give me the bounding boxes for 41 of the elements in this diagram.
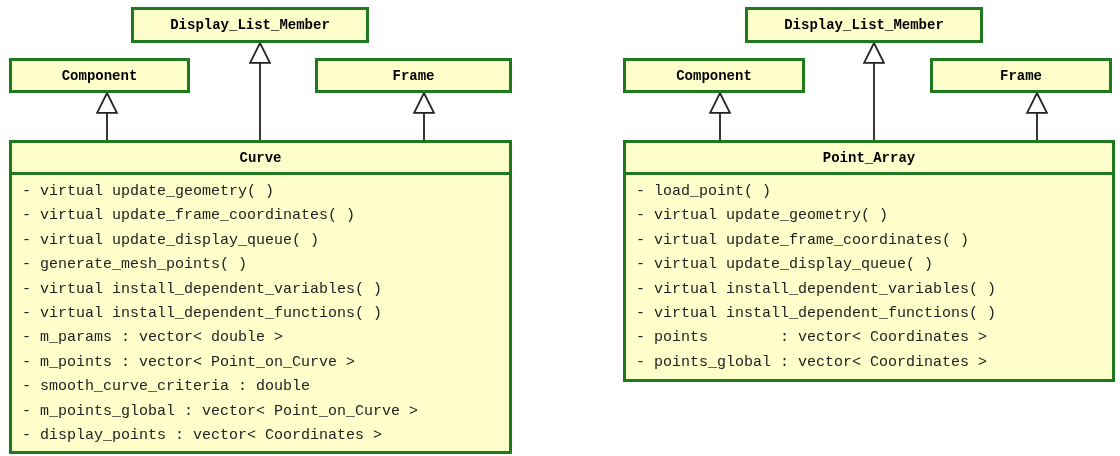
- class-member: - smooth_curve_criteria : double: [22, 377, 311, 398]
- class-name: Point_Array: [822, 149, 916, 166]
- class-member: - virtual update_geometry( ): [22, 182, 275, 202]
- class-box: [315, 58, 512, 93]
- class-member: - virtual install_dependent_functions( ): [22, 304, 383, 325]
- class-member: - points_global : vector< Coordinates >: [636, 352, 988, 373]
- class-box: [930, 58, 1112, 93]
- class-member: - points : vector< Coordinates >: [636, 328, 988, 349]
- class-box: [745, 7, 983, 43]
- class-member: - virtual update_display_queue( ): [22, 230, 320, 251]
- class-name: Display_List_Member: [784, 17, 944, 33]
- class-name: Display_List_Member: [170, 17, 330, 33]
- class-member: - generate_mesh_points( ): [22, 255, 248, 276]
- class-name: Frame: [392, 67, 435, 84]
- class-name: Curve: [239, 149, 282, 166]
- inheritance-arrow: [413, 92, 435, 141]
- class-name: Component: [61, 67, 138, 84]
- class-box: [131, 7, 369, 43]
- class-member: - load_point( ): [636, 182, 772, 202]
- inheritance-arrow: [249, 42, 271, 141]
- class-name: Component: [676, 67, 752, 84]
- class-box: [9, 58, 190, 93]
- class-box: [623, 58, 805, 93]
- class-member: - m_params : vector< double >: [22, 328, 284, 349]
- class-box: [623, 140, 1115, 382]
- class-member: - virtual update_frame_coordinates( ): [22, 206, 356, 227]
- class-member: - display_points : vector< Coordinates >: [22, 426, 383, 447]
- class-member: - virtual update_frame_coordinates( ): [636, 230, 970, 251]
- inheritance-arrow: [1026, 92, 1048, 141]
- class-member: - m_points : vector< Point_on_Curve >: [22, 352, 356, 373]
- class-member: - virtual install_dependent_functions( ): [636, 304, 997, 325]
- inheritance-arrow: [863, 42, 885, 141]
- inheritance-arrow: [96, 92, 118, 141]
- class-member: - virtual update_geometry( ): [636, 206, 889, 227]
- class-name: Frame: [1000, 67, 1042, 84]
- class-member: - virtual install_dependent_variables( ): [636, 279, 997, 300]
- class-member: - virtual install_dependent_variables( ): [22, 279, 383, 300]
- class-member: - m_points_global : vector< Point_on_Curve >: [22, 401, 419, 422]
- class-box: [9, 140, 512, 454]
- class-member: - virtual update_display_queue( ): [636, 255, 934, 276]
- inheritance-arrow: [709, 92, 731, 141]
